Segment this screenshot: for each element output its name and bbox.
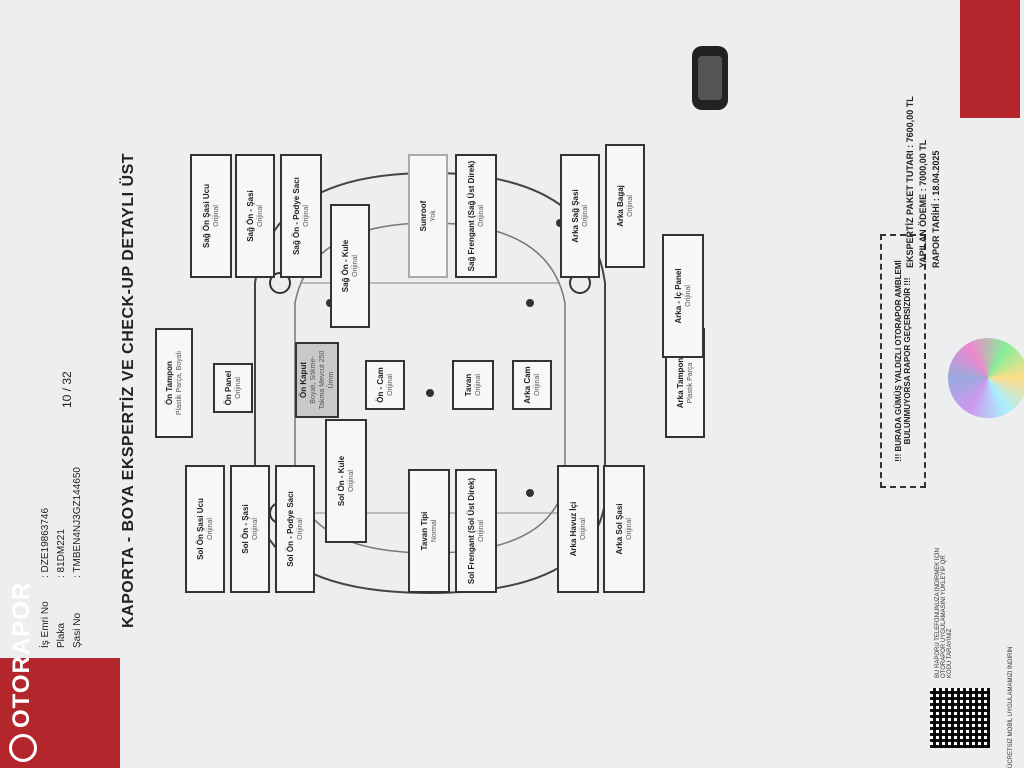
- part-sag-on-podye: Sağ Ön - Podye Sacı Orijinal: [280, 154, 322, 278]
- part-sol-on-podye: Sol Ön - Podye Sacı Orijinal: [275, 465, 315, 593]
- hologram-seal: [948, 338, 1024, 418]
- part-status: Orijinal: [625, 518, 633, 540]
- paid-price: YAPILAN ÖDEME : 7000,00 TL: [918, 139, 928, 268]
- brand-name: OTORAPOR: [8, 581, 35, 728]
- work-order-label: İş Emri No: [40, 601, 51, 648]
- part-sol-frengant: Sol Frengant (Sol Üst Direk) Orijinal: [455, 469, 497, 593]
- part-name: Sol Ön - Şasi: [240, 504, 250, 554]
- part-on-kaput: Ön Kaput Boyalı, Sökme-Takma Mevcut 250 …: [295, 342, 339, 418]
- part-name: Ön Kaput: [298, 362, 308, 398]
- part-name: Sağ Frengant (Sağ Üst Direk): [466, 160, 476, 272]
- part-status: Orijinal: [579, 518, 587, 540]
- part-status: Boyalı, Sökme-Takma Mevcut 250 Ümm: [309, 350, 335, 410]
- brand-logo: OTORAPOR: [8, 582, 37, 762]
- part-name: Sol Frengant (Sol Üst Direk): [466, 477, 476, 585]
- report-date: RAPOR TARİHİ : 18.04.2025: [931, 150, 941, 268]
- part-name: Arka Cam: [522, 366, 532, 404]
- part-status: Normal: [430, 519, 438, 543]
- part-status: Orijinal: [351, 255, 359, 277]
- part-name: Ön - Cam: [375, 367, 385, 403]
- part-arka-havuz: Arka Havuz İçi Orijinal: [557, 465, 599, 593]
- part-on-tampon: Ön Tampon Plastik Parça, Boyalı: [155, 328, 193, 438]
- part-name: Sağ Ön - Kule: [340, 239, 350, 293]
- page-title: KAPORTA - BOYA EKSPERTİZ VE CHECK-UP DET…: [120, 152, 137, 628]
- part-name: Arka Tampon: [675, 357, 685, 409]
- part-name: Arka Bagaj: [615, 185, 625, 227]
- part-tavan-tipi: Tavan Tipi Normal: [408, 469, 450, 593]
- part-on-panel: Ön Panel Orijinal: [213, 363, 253, 413]
- part-arka-cam: Arka Cam Orijinal: [512, 360, 552, 410]
- part-sol-on-kule: Sol Ön - Kule Orijinal: [325, 419, 367, 543]
- part-tavan: Tavan Orijinal: [452, 360, 494, 410]
- part-sag-on-kule: Sağ Ön - Kule Orijinal: [330, 204, 370, 328]
- part-status: Orijinal: [474, 374, 482, 396]
- part-status: Yok: [429, 210, 437, 222]
- part-name: Arka - İç Panel: [673, 268, 683, 324]
- part-name: Ön Panel: [223, 370, 233, 406]
- top-right-red-tab: [960, 0, 1020, 118]
- part-arka-sag-sasi: Arka Sağ Şasi Orijinal: [560, 154, 600, 278]
- qr-code-icon[interactable]: [930, 688, 990, 748]
- part-status: Orijinal: [386, 374, 394, 396]
- page-number: 10 / 32: [60, 371, 74, 408]
- hologram-notice-text: !!! BURADA GÜMÜŞ YALDIZLI OTORAPOR AMBLE…: [894, 260, 912, 462]
- part-arka-sol-sasi: Arka Sol Şasi Orijinal: [603, 465, 645, 593]
- part-status: Orijinal: [533, 374, 541, 396]
- part-sunroof: Sunroof Yok: [408, 154, 448, 278]
- part-arka-ic-panel: Arka - İç Panel Orijinal: [662, 234, 704, 358]
- part-sol-on-sasi: Sol Ön - Şasi Orijinal: [230, 465, 270, 593]
- part-status: Orijinal: [581, 205, 589, 227]
- part-sol-on-sasi-ucu: Sol Ön Şasi Ucu Orijinal: [185, 465, 225, 593]
- app-note: ÜCRETSİZ MOBİL UYGULAMAMIZI İNDİRİN: [1008, 646, 1014, 768]
- plate-value: : 81DM221: [56, 529, 67, 578]
- part-status: Orijinal: [626, 195, 634, 217]
- part-name: Ön Tampon: [164, 361, 174, 405]
- part-status: Orijinal: [347, 470, 355, 492]
- part-on-cam: Ön - Cam Orijinal: [365, 360, 405, 410]
- hologram-notice: !!! BURADA GÜMÜŞ YALDIZLI OTORAPOR AMBLE…: [880, 234, 926, 488]
- chassis-value: : TMBEN4NJ3GZ144650: [72, 467, 83, 578]
- part-name: Tavan: [463, 373, 473, 397]
- part-status: Orijinal: [477, 205, 485, 227]
- part-sag-frengant: Sağ Frengant (Sağ Üst Direk) Orijinal: [455, 154, 497, 278]
- part-sag-on-sasi: Sağ Ön - Şasi Orijinal: [235, 154, 275, 278]
- part-status: Plastik Parça, Boyalı: [175, 350, 183, 416]
- part-status: Orijinal: [296, 518, 304, 540]
- part-status: Plastik Parça: [686, 362, 694, 404]
- part-name: Arka Sol Şasi: [614, 503, 624, 555]
- car-thumbnail-icon: [692, 46, 728, 110]
- part-status: Orijinal: [684, 285, 692, 307]
- part-name: Sol Ön - Kule: [336, 455, 346, 507]
- part-status: Orijinal: [234, 377, 242, 399]
- plate-label: Plaka: [56, 622, 67, 648]
- logo-icon: [8, 734, 37, 762]
- part-name: Sağ Ön - Şasi: [245, 190, 255, 242]
- part-status: Orijinal: [251, 518, 259, 540]
- part-name: Arka Sağ Şasi: [570, 189, 580, 243]
- part-name: Sağ Ön - Podye Sacı: [291, 177, 301, 255]
- part-name: Tavan Tipi: [419, 511, 429, 551]
- part-name: Sol Ön Şasi Ucu: [195, 498, 205, 560]
- part-name: Sunroof: [418, 200, 428, 232]
- package-price: EKSPERTİZ PAKET TUTARI : 7600,00 TL: [905, 96, 915, 268]
- part-status: Orijinal: [302, 205, 310, 227]
- part-sag-on-sasi-ucu: Sağ Ön Şasi Ucu Orijinal: [190, 154, 232, 278]
- part-name: Sağ Ön Şasi Ucu: [201, 183, 211, 249]
- part-name: Sol Ön - Podye Sacı: [285, 491, 295, 567]
- part-name: Arka Havuz İçi: [568, 501, 578, 557]
- work-order-value: : DZE19863746: [40, 507, 51, 578]
- qr-download-note: BU RAPORU TELEFONUNUZA İNDİRMEK İÇİN OTO…: [935, 548, 953, 678]
- part-arka-bagaj: Arka Bagaj Orijinal: [605, 144, 645, 268]
- part-status: Orijinal: [477, 520, 485, 542]
- chassis-label: Şasi No: [72, 612, 83, 648]
- part-status: Orijinal: [206, 518, 214, 540]
- part-status: Orijinal: [256, 205, 264, 227]
- part-status: Orijinal: [212, 205, 220, 227]
